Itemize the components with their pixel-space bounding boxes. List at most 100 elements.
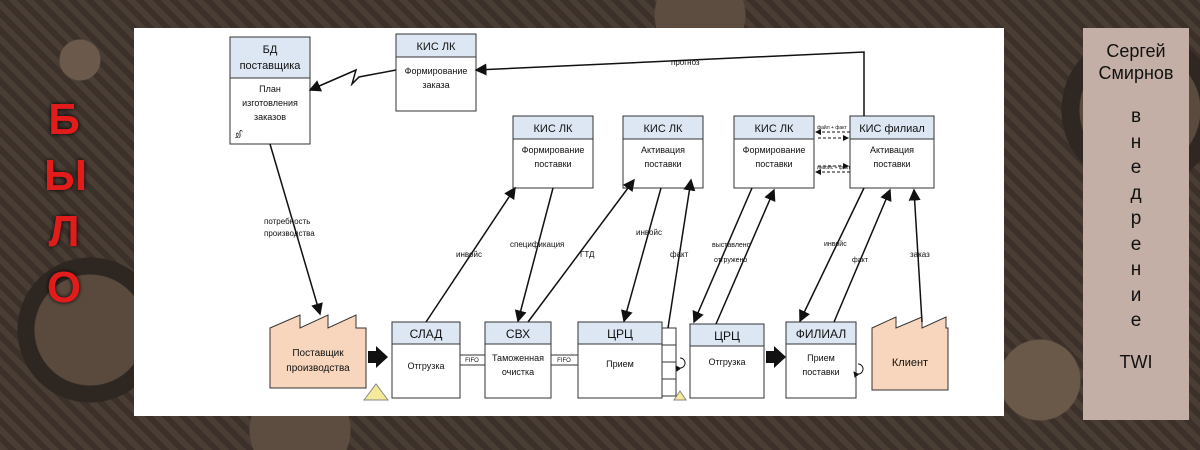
side-title-letter: Л	[48, 207, 80, 256]
flow-client-order	[908, 188, 923, 323]
client-label: Клиент	[892, 357, 928, 369]
kis3-body2: поставки	[644, 159, 681, 169]
process-bd-supplier: БД поставщика План изготовления заказов …	[229, 36, 311, 145]
push-arrow	[368, 346, 388, 368]
flow-shipped-2	[715, 188, 776, 325]
vertical-word: в н е д р е н и е	[1083, 104, 1189, 334]
svh-body1: Таможенная	[492, 353, 544, 363]
supplier-line2: производства	[286, 363, 350, 374]
bd-head: БД	[263, 44, 278, 56]
flow-spec	[514, 187, 554, 323]
vertical-letter: н	[1130, 131, 1142, 153]
process-svh: СВХ Таможенная очистка	[484, 321, 552, 399]
label-need-1: потребность	[264, 217, 310, 226]
flow-need	[269, 143, 323, 316]
fifo-lane: FIFO	[551, 354, 578, 366]
flow-shipped-1	[692, 187, 753, 324]
vertical-letter: е	[1130, 157, 1142, 178]
flow-fact-1	[667, 178, 696, 329]
label-shipped-1: выставлено	[712, 242, 751, 249]
label-order: заказ	[910, 250, 930, 259]
slad-head: СЛАД	[410, 327, 443, 341]
process-kis-delivery-1: КИС ЛК Формирование поставки	[512, 115, 594, 189]
side-title-letter: Б	[48, 95, 80, 144]
fifo1-label: FIFO	[465, 358, 479, 364]
vertical-letter: н	[1130, 259, 1142, 280]
push-arrow	[766, 346, 786, 368]
process-crc-1: ЦРЦ Прием	[577, 321, 677, 399]
withdrawal-arrow	[675, 357, 686, 372]
kis2-body2: поставки	[534, 159, 571, 169]
crc2-head: ЦРЦ	[714, 329, 740, 343]
kis1-body1: Формирование	[405, 66, 468, 76]
label-invoice-1: инвойс	[456, 250, 482, 259]
kis1-body2: заказа	[422, 80, 449, 90]
author-first-name: Сергей	[1106, 41, 1166, 61]
vertical-letter: е	[1130, 233, 1142, 255]
bd-head2: поставщика	[240, 60, 302, 72]
side-title: Б Ы Л О	[44, 92, 88, 316]
process-slad: СЛАД Отгрузка	[391, 321, 461, 399]
label-invoice-2: инвойс	[636, 228, 662, 237]
kis2-body1: Формирование	[522, 145, 585, 155]
label-file-fact: файл + факт	[817, 124, 847, 131]
kis1-head: КИС ЛК	[417, 41, 457, 53]
vertical-letter: р	[1130, 208, 1142, 229]
label-fact-2: факт	[852, 257, 869, 264]
label-invoice-3: инвойс	[824, 240, 847, 248]
flow-invoice-1	[425, 186, 516, 323]
process-kis-activation: КИС ЛК Активация поставки	[622, 115, 704, 189]
flow-forecast	[474, 51, 865, 116]
bd-body1: План	[259, 84, 281, 94]
flow-invoice-3	[799, 187, 865, 323]
svh-head: СВХ	[506, 327, 530, 341]
kis3-body1: Активация	[641, 145, 685, 155]
flow-fact-2	[833, 188, 892, 323]
inventory-triangle	[673, 390, 687, 401]
factory-supplier: Поставщик производства	[269, 314, 367, 389]
vertical-letter: в	[1130, 106, 1142, 127]
kis4-body2: поставки	[755, 159, 792, 169]
process-kis-delivery-2: КИС ЛК Формирование поставки	[733, 115, 815, 189]
filial-head: ФИЛИАЛ	[796, 327, 846, 341]
kisf-head: КИС филиал	[859, 123, 925, 135]
kis2-head: КИС ЛК	[534, 123, 574, 135]
label-spec: спецификация	[510, 240, 564, 249]
crc1-body1: Прием	[606, 359, 634, 369]
side-title-letter: Ы	[44, 151, 88, 200]
inventory-triangle	[363, 383, 389, 401]
crc2-body1: Отгрузка	[708, 357, 745, 367]
bd-body3: заказов	[254, 112, 286, 122]
withdrawal-arrow	[853, 363, 864, 378]
label-need-2: производства	[264, 229, 315, 238]
label-fact-1: факт	[670, 250, 689, 259]
slad-body1: Отгрузка	[407, 361, 444, 371]
kis4-head: КИС ЛК	[755, 123, 795, 135]
author-last-name: Смирнов	[1098, 63, 1174, 83]
kisf-body2: поставки	[873, 159, 910, 169]
fifo-lane: FIFO	[460, 354, 485, 366]
side-title-letter: О	[46, 263, 82, 312]
process-filial: ФИЛИАЛ Прием поставки	[785, 321, 857, 399]
kis4-body1: Формирование	[743, 145, 806, 155]
label-invoice-fact: инвойс + факт	[817, 164, 851, 171]
label-shipped-2: отгружено	[714, 257, 747, 264]
diagram-panel: БД поставщика План изготовления заказов …	[134, 28, 1004, 416]
kis3-head: КИС ЛК	[644, 123, 684, 135]
crc1-head: ЦРЦ	[607, 327, 633, 341]
filial-body2: поставки	[802, 367, 839, 377]
value-stream-diagram: БД поставщика План изготовления заказов …	[229, 33, 949, 401]
factory-client: Клиент	[871, 316, 949, 391]
twi-label: TWI	[1119, 351, 1153, 372]
vertical-letter: и	[1130, 284, 1142, 306]
supplier-line1: Поставщик	[292, 348, 344, 359]
vertical-letter: е	[1130, 310, 1142, 331]
operator-icon: ᦾ	[235, 129, 243, 141]
flow-order-electronic	[308, 68, 397, 92]
process-kis-filial: КИС филиал Активация поставки	[849, 115, 935, 189]
label-prognoz: прогноз	[671, 58, 700, 67]
bd-body2: изготовления	[242, 98, 298, 108]
fifo2-label: FIFO	[557, 358, 571, 364]
author-panel: Сергей Смирнов в н е д р е н и е TWI	[1083, 28, 1189, 420]
flow-gtd	[527, 178, 635, 323]
